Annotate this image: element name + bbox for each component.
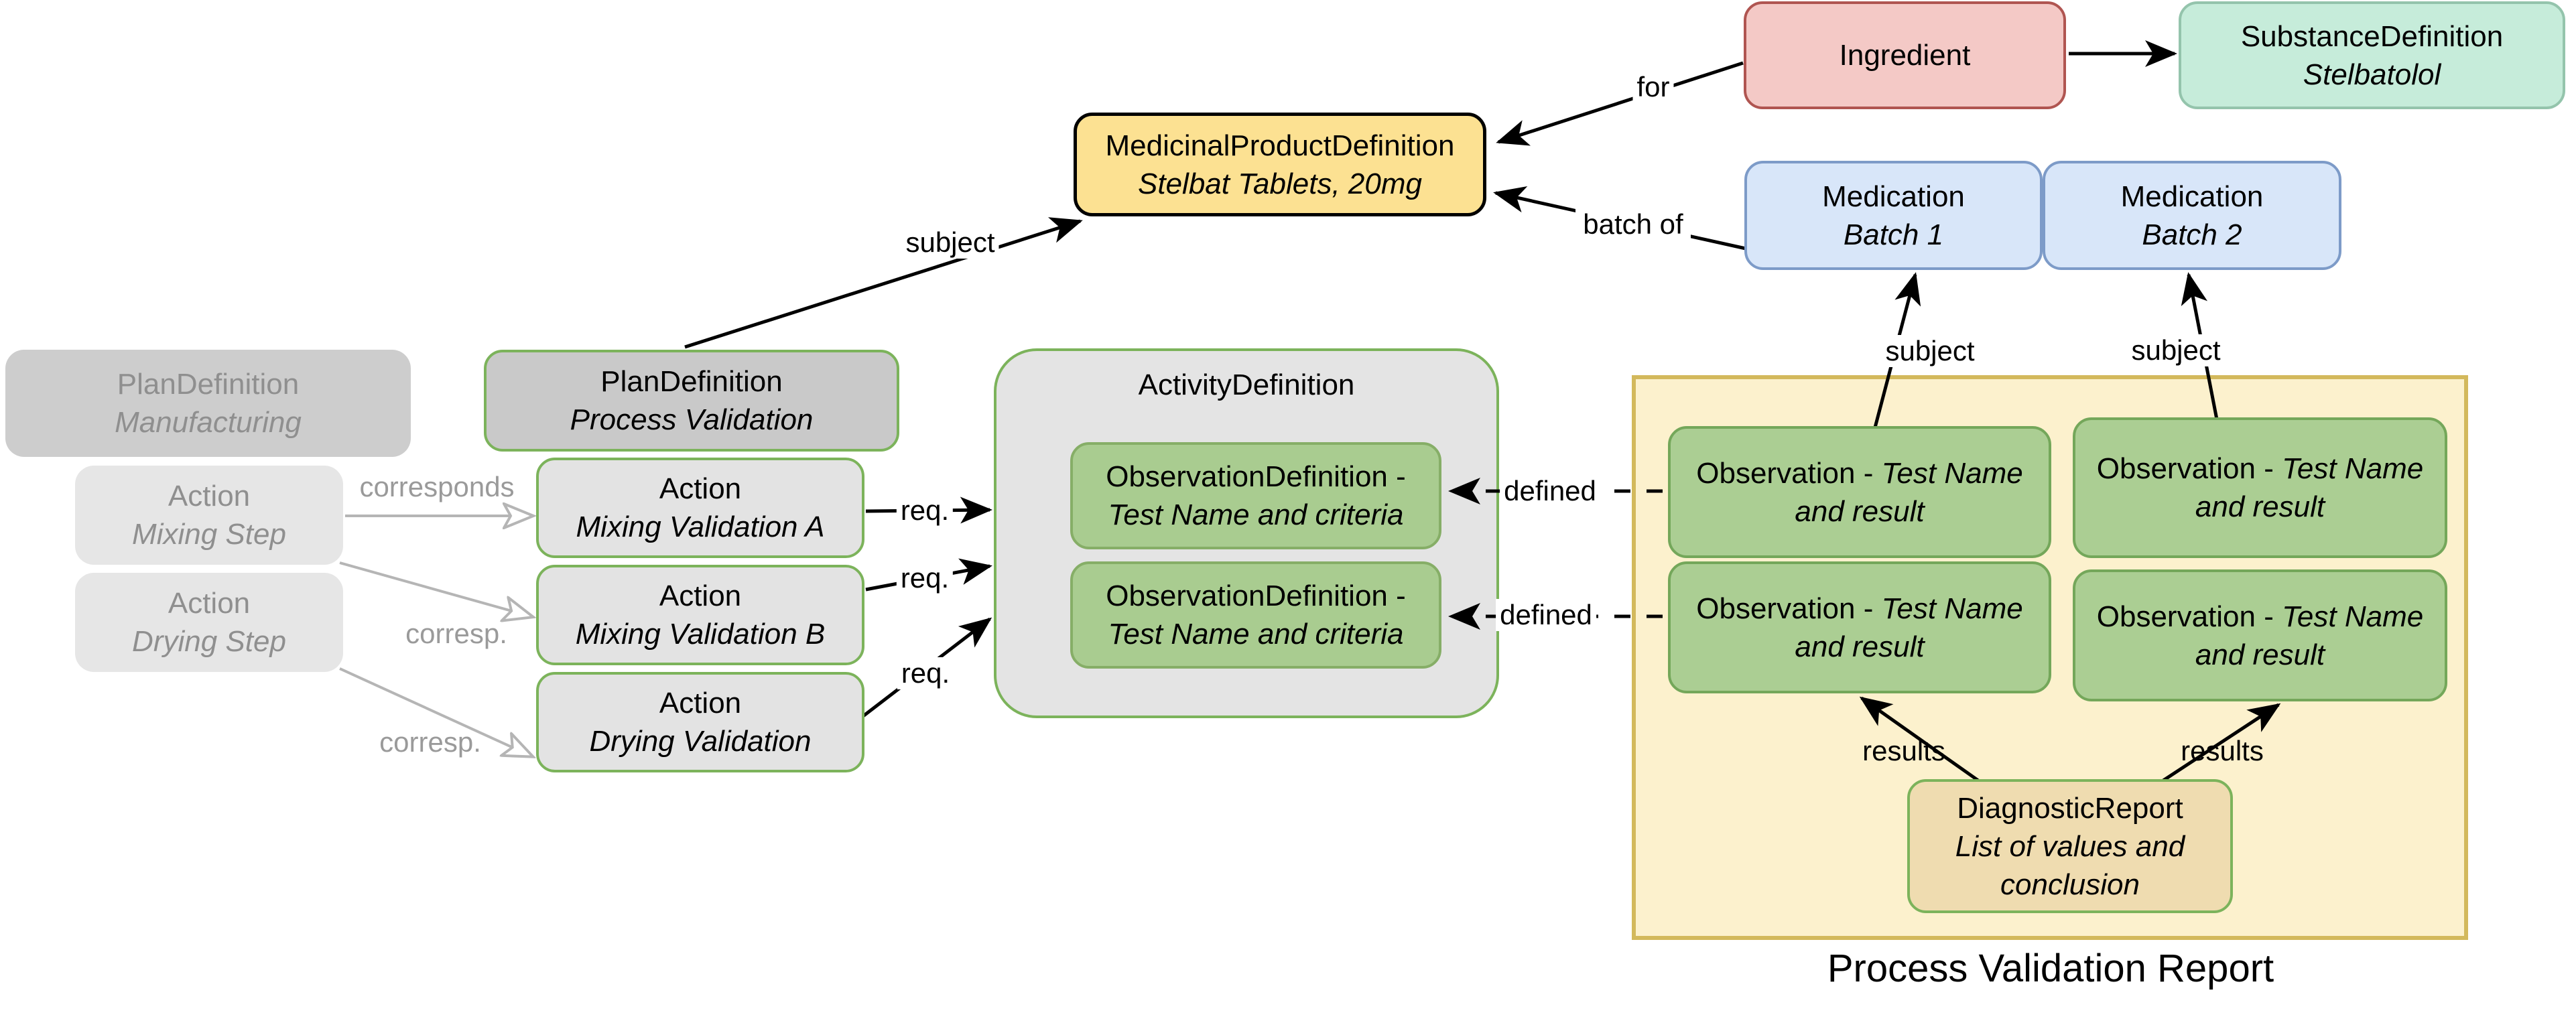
node-subtitle: Mixing Validation A <box>576 510 825 543</box>
node-action-drying-validation: Action Drying Validation <box>536 672 864 772</box>
node-observation-bottom-right: Observation - Test Name and result <box>2073 569 2447 701</box>
edge-label-results-right: results <box>2181 735 2264 766</box>
node-title: Ingredient <box>1839 39 1971 72</box>
node-title: Action <box>168 480 251 513</box>
node-title: ObservationDefinition - <box>1106 580 1406 612</box>
node-title: SubstanceDefinition <box>2240 19 2504 53</box>
node-medicinal-product-definition: MedicinalProductDefinition Stelbat Table… <box>1074 113 1486 216</box>
node-subtitle: Batch 1 <box>1843 218 1944 251</box>
node-subtitle: Drying Validation <box>589 725 812 758</box>
node-medication-batch-2: Medication Batch 2 <box>2043 161 2341 270</box>
node-observation-definition-2: ObservationDefinition - Test Name and cr… <box>1070 561 1441 669</box>
edge-label-subject-batch2: subject <box>2127 334 2225 366</box>
node-title: ObservationDefinition - <box>1106 460 1406 493</box>
node-observation-definition-1: ObservationDefinition - Test Name and cr… <box>1070 442 1441 549</box>
node-subtitle: Batch 2 <box>2142 218 2242 251</box>
node-observation-top-left: Observation - Test Name and result <box>1668 426 2051 558</box>
node-observation-bottom-left: Observation - Test Name and result <box>1668 561 2051 693</box>
edge-label-corresp-1: corresp. <box>405 618 507 649</box>
node-title: Action <box>659 687 742 720</box>
node-subtitle: Test Name and result <box>2195 600 2424 671</box>
edge-label-subject-batch1: subject <box>1881 335 1979 367</box>
diagram-caption: Process Validation Report <box>1827 947 2274 990</box>
node-subtitle: Mixing Step <box>132 518 286 551</box>
node-subtitle: Test Name and criteria <box>1108 498 1404 531</box>
edge-label-corresponds: corresponds <box>359 471 515 502</box>
node-title: Action <box>168 587 251 620</box>
node-subtitle: Drying Step <box>132 625 286 658</box>
node-action-mixing-step: Action Mixing Step <box>75 466 343 565</box>
node-subtitle: Stelbatolol <box>2303 58 2441 91</box>
edge-label-subject-plan: subject <box>901 226 999 259</box>
node-title: Action <box>659 580 742 612</box>
edge-label-req-1: req. <box>896 494 954 527</box>
node-subtitle: Stelbat Tablets, 20mg <box>1138 167 1422 200</box>
node-ingredient: Ingredient <box>1744 1 2066 109</box>
node-title: Medication <box>2120 180 2264 213</box>
node-title: Observation - <box>1696 592 1882 625</box>
node-title: MedicinalProductDefinition <box>1105 129 1455 162</box>
node-subtitle: Test Name and criteria <box>1108 618 1404 651</box>
node-medication-batch-1: Medication Batch 1 <box>1744 161 2043 270</box>
node-title: Medication <box>1822 180 1965 213</box>
edge-label-batch-of: batch of <box>1575 208 1691 241</box>
node-action-mixing-validation-b: Action Mixing Validation B <box>536 565 864 665</box>
node-plan-definition-process-validation: PlanDefinition Process Validation <box>484 350 899 452</box>
node-subtitle: List of values and conclusion <box>1955 829 2185 901</box>
node-subtitle: Test Name and result <box>1795 592 2023 663</box>
node-subtitle: Mixing Validation B <box>575 618 826 651</box>
node-title: Observation - <box>1696 456 1882 490</box>
edge-label-results-left: results <box>1862 735 1945 766</box>
node-action-drying-step: Action Drying Step <box>75 573 343 672</box>
activity-definition-title: ActivityDefinition <box>1138 368 1355 401</box>
edge-label-defined-1: defined <box>1500 475 1600 507</box>
edge-label-defined-2: defined <box>1496 599 1596 631</box>
edge-label-req-2: req. <box>896 562 954 594</box>
node-title: Action <box>659 472 742 505</box>
node-subtitle: Process Validation <box>570 403 814 436</box>
edge-label-req-3: req. <box>897 657 954 689</box>
node-plan-definition-manufacturing: PlanDefinition Manufacturing <box>5 350 411 457</box>
node-subtitle: Test Name and result <box>2195 452 2424 523</box>
node-subtitle: Test Name and result <box>1795 456 2023 528</box>
node-title: DiagnosticReport <box>1957 791 2183 825</box>
node-subtitle: Manufacturing <box>115 406 302 439</box>
node-title: PlanDefinition <box>117 368 300 401</box>
edge-label-for: for <box>1632 71 1674 103</box>
edge-label-corresp-2: corresp. <box>379 726 481 758</box>
node-action-mixing-validation-a: Action Mixing Validation A <box>536 458 864 558</box>
node-substance-definition: SubstanceDefinition Stelbatolol <box>2179 1 2565 109</box>
node-title: PlanDefinition <box>600 365 783 398</box>
node-title: Observation - <box>2096 600 2282 633</box>
node-title: Observation - <box>2096 452 2282 485</box>
node-observation-top-right: Observation - Test Name and result <box>2073 417 2447 558</box>
node-diagnostic-report: DiagnosticReport List of values and conc… <box>1907 779 2233 913</box>
